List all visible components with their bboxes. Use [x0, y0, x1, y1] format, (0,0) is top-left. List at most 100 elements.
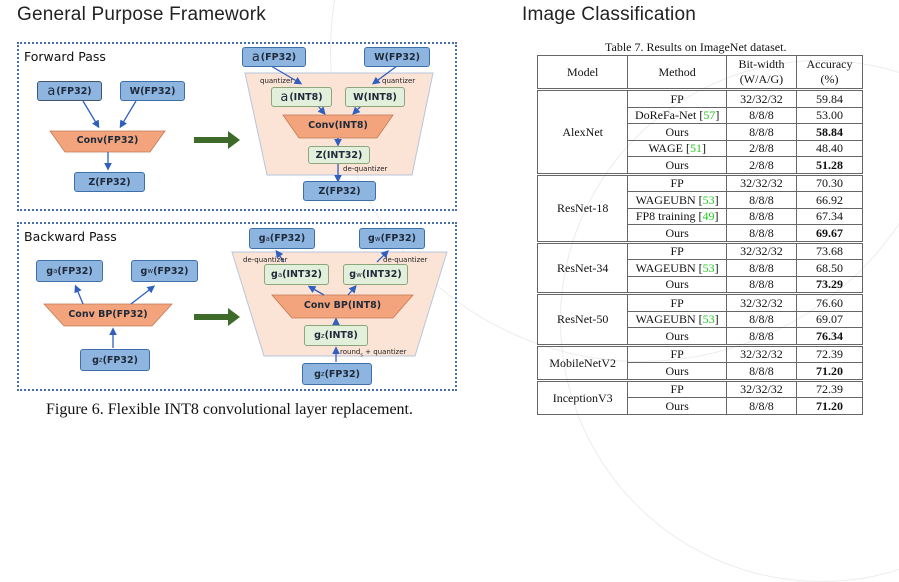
- forward-pass-panel: [17, 42, 457, 211]
- dtype: (FP32): [95, 176, 131, 188]
- citation-link[interactable]: 53: [702, 312, 715, 327]
- cell-bitwidth: 32/32/32: [725, 292, 797, 312]
- citation-link[interactable]: 57: [703, 108, 716, 123]
- dtype: (INT8): [289, 91, 323, 103]
- dtype: (FP32): [56, 85, 92, 97]
- dtype: (FP32): [102, 354, 138, 366]
- dtype: (FP32): [384, 51, 420, 63]
- header-bitwidth: Bit-width(W/A/G): [725, 55, 797, 90]
- note-quantizer-a: quantizer: [260, 77, 294, 85]
- method-name: FP8 training: [635, 209, 699, 224]
- method-name: FP: [670, 295, 684, 310]
- cell-accuracy: 51.28: [795, 156, 864, 175]
- table-caption: Table 7. Results on ImageNet dataset.: [605, 40, 787, 54]
- method-name: WAGEUBN: [635, 260, 699, 275]
- round-text: round: [340, 348, 361, 356]
- cell-accuracy: 67.34: [795, 207, 864, 225]
- cell-bitwidth: 8/8/8: [725, 362, 797, 381]
- box-z-fp32-output: Z(FP32): [303, 181, 376, 201]
- symbol: W: [374, 51, 385, 63]
- box-z-int32: Z(INT32): [308, 146, 370, 164]
- cell-bitwidth: 8/8/8: [725, 106, 797, 124]
- cell-bitwidth: 8/8/8: [725, 224, 797, 243]
- subscript: a: [53, 267, 58, 275]
- citation-link[interactable]: 51: [689, 141, 702, 156]
- cell-method: FP8 training [49]: [627, 207, 727, 225]
- dtype: (FP32): [260, 51, 297, 63]
- bracket: [: [698, 312, 703, 327]
- note-dequantizer: de-quantizer: [343, 165, 388, 173]
- dtype: (FP32): [324, 368, 360, 380]
- header-model: Model: [536, 55, 629, 90]
- cell-bitwidth: 32/32/32: [725, 88, 797, 108]
- cell-model: AlexNet: [536, 88, 629, 175]
- symbol: a: [251, 49, 260, 65]
- cell-accuracy: 76.60: [795, 292, 864, 312]
- cell-method: DoReFa-Net [57]: [627, 106, 727, 124]
- box-w-int8: W(INT8): [345, 87, 405, 107]
- cell-accuracy: 53.00: [795, 106, 864, 124]
- symbol: W: [129, 85, 141, 97]
- round-subscript: s: [360, 352, 363, 359]
- cell-bitwidth: 8/8/8: [725, 327, 797, 346]
- symbol: a: [280, 89, 289, 105]
- cell-method: Ours: [627, 327, 727, 346]
- symbol: g: [349, 269, 357, 280]
- dtype: (FP32): [140, 85, 176, 97]
- cell-method: WAGEUBN [53]: [627, 310, 727, 328]
- symbol: g: [271, 269, 278, 280]
- symbol: g: [92, 354, 99, 366]
- method-name: Ours: [665, 328, 689, 343]
- cell-bitwidth: 32/32/32: [725, 343, 797, 363]
- cell-accuracy: 70.30: [795, 172, 864, 192]
- cell-method: Ours: [627, 275, 727, 294]
- cell-accuracy: 48.40: [795, 139, 864, 157]
- backward-pass-label: Backward Pass: [24, 229, 117, 244]
- cell-method: FP: [627, 378, 727, 398]
- symbol: Z: [318, 185, 326, 197]
- cell-accuracy: 69.07: [795, 310, 864, 328]
- accuracy-line2: (%): [820, 72, 839, 86]
- bracket: [: [698, 260, 703, 275]
- conv-bp-int8-label: Conv BP(INT8): [303, 300, 382, 311]
- cell-accuracy: 69.67: [795, 224, 864, 243]
- bracket: [: [699, 108, 704, 123]
- dtype: (INT32): [322, 149, 363, 161]
- bracket: [: [685, 141, 690, 156]
- cell-model: ResNet-18: [536, 172, 629, 243]
- bracket: ]: [714, 312, 719, 327]
- cell-model: ResNet-50: [536, 292, 629, 346]
- citation-link[interactable]: 53: [702, 192, 715, 207]
- box-a-fp32: a(FP32): [37, 81, 102, 101]
- cell-method: FP: [627, 240, 727, 260]
- conv-fp32-label: Conv(FP32): [76, 135, 139, 146]
- dtype: (INT32): [282, 269, 322, 280]
- cell-method: Ours: [627, 156, 727, 175]
- cell-accuracy: 73.29: [795, 275, 864, 294]
- cell-method: Ours: [627, 123, 727, 141]
- cell-method: WAGEUBN [53]: [627, 259, 727, 277]
- citation-link[interactable]: 49: [702, 209, 715, 224]
- cell-bitwidth: 2/8/8: [725, 139, 797, 157]
- cell-bitwidth: 8/8/8: [725, 310, 797, 328]
- header-accuracy: Accuracy(%): [795, 55, 864, 90]
- cell-bitwidth: 8/8/8: [725, 275, 797, 294]
- method-name: FP: [670, 176, 684, 191]
- cell-method: FP: [627, 172, 727, 192]
- quantizer-text: + quantizer: [362, 348, 407, 356]
- dtype: (FP32): [57, 265, 93, 277]
- note-round-quantizer: rounds + quantizer: [340, 348, 406, 358]
- citation-link[interactable]: 53: [702, 260, 715, 275]
- note-dequantizer-gw: de-quantizer: [383, 256, 428, 264]
